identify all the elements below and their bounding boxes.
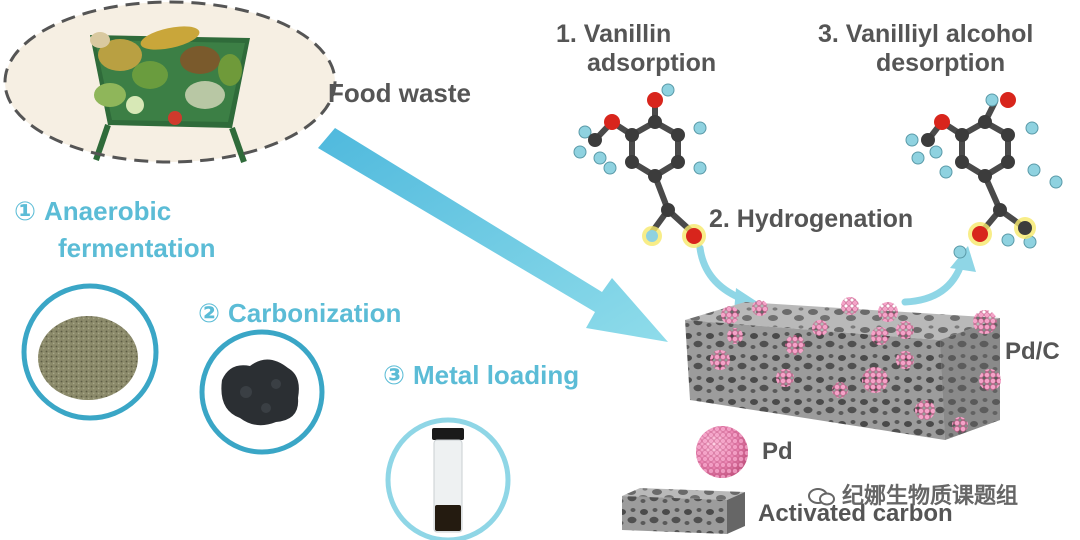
step2-label: 2. Hydrogenation (709, 205, 914, 233)
pd-c-vial-photo (385, 417, 511, 540)
legend-pd-label: Pd (762, 438, 793, 465)
stage-2-number: ② (198, 298, 221, 328)
process-arrow (318, 128, 668, 342)
step3-label-line2: desorption (876, 49, 1006, 77)
vanillin-molecule (573, 83, 707, 248)
vanillyl-alcohol-molecule (905, 92, 1063, 259)
step1-label-line1: 1. Vanillin (556, 20, 672, 48)
stage-1-number: ① (14, 196, 37, 226)
stage-3-line1: Metal loading (413, 360, 580, 390)
stage-3-number: ③ (383, 360, 406, 390)
stage-2-line1: Carbonization (228, 298, 402, 328)
catalyst-label: Pd/C (1005, 338, 1060, 365)
legend-pd-swatch (696, 426, 748, 478)
step3-label-line1: 3. Vanilliyl alcohol (818, 20, 1034, 48)
desorption-arrow (901, 246, 976, 306)
biochar-photo (199, 329, 325, 455)
pd-c-catalyst-block (685, 297, 1001, 440)
step1-label-line2: adsorption (587, 49, 717, 77)
stage-1-line2: fermentation (58, 233, 216, 263)
watermark-text: 纪娜生物质课题组 (842, 483, 1019, 508)
legend-carbon-label: Activated carbon (758, 500, 953, 527)
pd-nanoparticles (710, 297, 1001, 433)
legend-carbon-swatch (622, 488, 745, 534)
food-waste-label: Food waste (328, 78, 472, 108)
stage-1-line1: Anaerobic (44, 196, 172, 226)
food-waste-image (3, 0, 337, 164)
watermark: 纪娜生物质课题组 (808, 478, 1018, 510)
fermentation-residue-photo (21, 283, 159, 421)
adsorption-arrow (696, 244, 762, 312)
wechat-icon (808, 487, 836, 507)
